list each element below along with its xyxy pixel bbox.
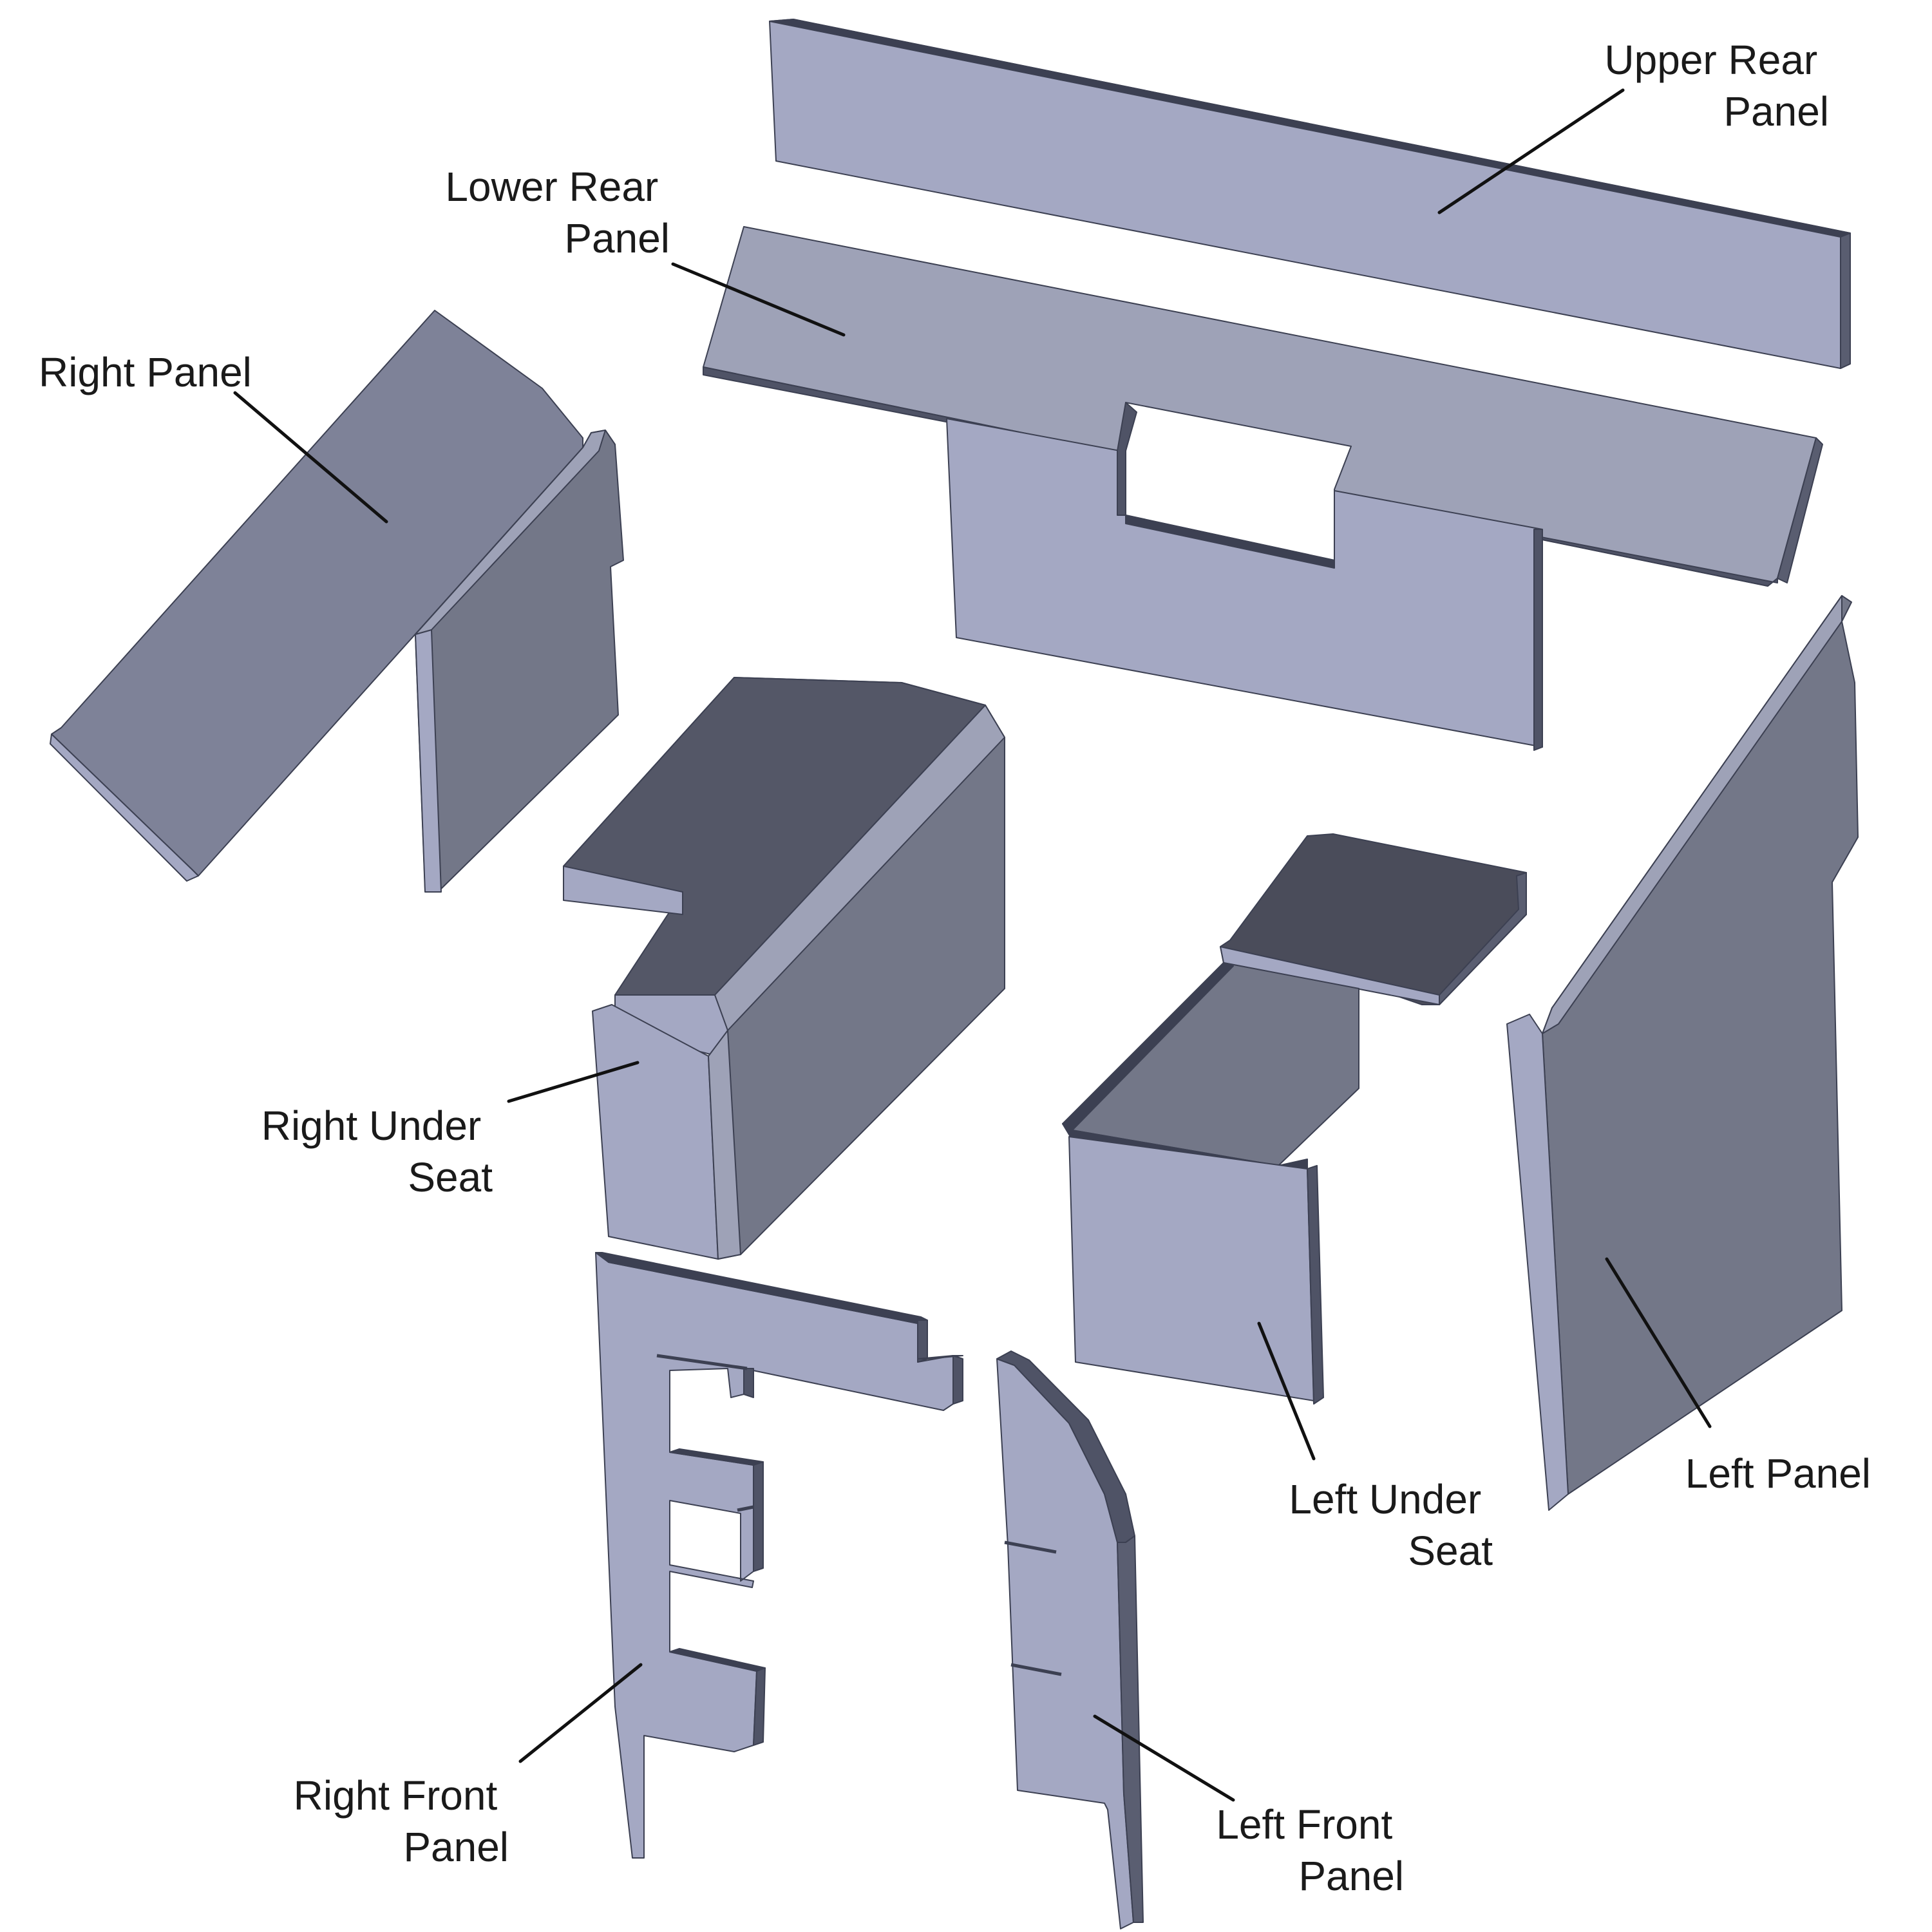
leader-upper-rear-panel [1437, 88, 1625, 214]
label-left-under-seat: Left Under Seat [1289, 1476, 1493, 1574]
right-under-seat [563, 677, 1005, 1260]
label-left-front-panel: Left Front Panel [1216, 1801, 1404, 1899]
label-right-panel: Right Panel [39, 349, 252, 395]
right-panel [50, 310, 624, 893]
leader-left-front-panel [1093, 1714, 1235, 1802]
leader-lower-rear-panel [671, 262, 846, 337]
leader-left-under-seat [1257, 1321, 1316, 1461]
left-panel [1506, 595, 1859, 1511]
labels: Upper Rear Panel Lower Rear Panel Right … [39, 37, 1871, 1899]
label-left-panel: Left Panel [1685, 1450, 1871, 1497]
upper-rear-panel [769, 19, 1851, 369]
left-under-seat [1062, 833, 1527, 1405]
left-front-panel [996, 1350, 1144, 1929]
leader-right-panel [233, 391, 388, 524]
leader-right-front-panel [518, 1663, 643, 1763]
leader-right-under-seat [507, 1061, 639, 1103]
label-upper-rear-panel: Upper Rear Panel [1604, 37, 1829, 135]
label-right-front-panel: Right Front Panel [294, 1772, 509, 1870]
right-front-panel [595, 1252, 963, 1859]
leader-lines [233, 88, 1712, 1802]
label-right-under-seat: Right Under Seat [261, 1103, 493, 1200]
leader-left-panel [1605, 1257, 1712, 1428]
lower-rear-panel [703, 226, 1823, 751]
label-lower-rear-panel: Lower Rear Panel [445, 164, 670, 261]
